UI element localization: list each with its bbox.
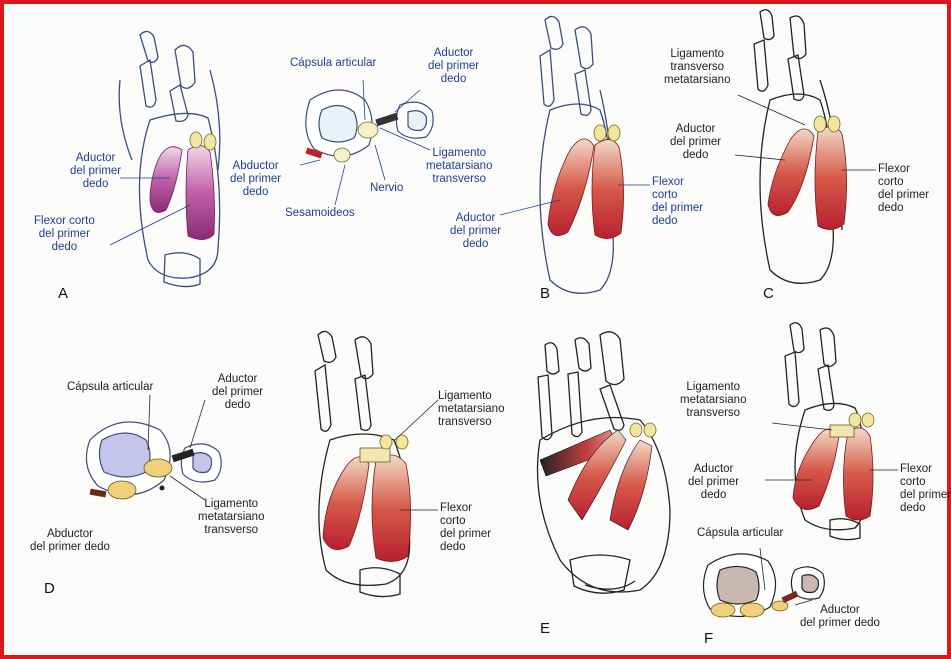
panel-d-ligamento-label: Ligamento metatarsiano transverso	[198, 498, 264, 537]
panel-a-flexor-label: Flexor corto del primer dedo	[34, 215, 95, 254]
panel-f-letter: F	[704, 630, 713, 647]
panel-d-aductor-label: Aductor del primer dedo	[212, 373, 263, 412]
panel-f-flexor-muscle	[843, 428, 873, 520]
panel-f-capsula-label: Cápsula articular	[697, 527, 783, 540]
panel-b-flexor-label: Flexor corto del primer dedo	[652, 176, 703, 228]
panel-a2-ligamento-label: Ligamento metatarsiano transverso	[426, 147, 492, 186]
panel-d-ligamento2-label: Ligamento metatarsiano transverso	[438, 390, 504, 429]
panel-f-ligamento-label: Ligamento metatarsiano transverso	[680, 381, 746, 420]
panel-a-letter: A	[58, 285, 68, 302]
panel-d-flexor-muscle	[372, 455, 411, 562]
panel-b-aductor-label: Aductor del primer dedo	[450, 212, 501, 251]
panel-b-flexor-muscle	[592, 139, 624, 238]
panel-b-aductor-muscle	[548, 139, 594, 236]
panel-f-flexor-label: Flexor corto del primer dedo	[900, 463, 951, 515]
panel-d-aductor-muscle	[323, 457, 369, 550]
panel-a2-sesamoideos-label: Sesamoideos	[285, 207, 355, 220]
panel-a2-aductor-label: Aductor del primer dedo	[428, 47, 479, 86]
panel-a2-abductor-label: Abductor del primer dedo	[230, 160, 281, 199]
panel-d-flexor-label: Flexor corto del primer dedo	[440, 502, 491, 554]
panel-c-ligamento-label: Ligamento transverso metatarsiano	[664, 48, 730, 87]
panel-d-cross-section	[86, 422, 221, 495]
panel-a2-nervio-label: Nervio	[370, 182, 403, 195]
panel-f-aductor-muscle	[793, 429, 839, 510]
panel-a-flexor-muscle	[186, 145, 215, 239]
panel-e-letter: E	[540, 620, 550, 637]
panel-b-letter: B	[540, 285, 550, 302]
panel-d-capsula-label: Cápsula articular	[67, 381, 153, 394]
panel-d-letter: D	[44, 580, 55, 597]
panel-c-aductor-label: Aductor del primer dedo	[670, 123, 721, 162]
panel-f-aductor2-label: Aductor del primer dedo	[800, 604, 880, 630]
panel-c-letter: C	[763, 285, 774, 302]
panel-a-aductor-muscle	[150, 147, 182, 213]
panel-c-flexor-label: Flexor corto del primer dedo	[878, 163, 929, 215]
panel-c-aductor-muscle	[768, 129, 814, 216]
panel-f-aductor-label: Aductor del primer dedo	[688, 463, 739, 502]
panel-a2-capsula-label: Cápsula articular	[290, 57, 376, 70]
panel-d-abductor-label: Abductor del primer dedo	[30, 528, 110, 554]
panel-a-aductor-label: Aductor del primer dedo	[70, 152, 121, 191]
panel-c-flexor-muscle	[815, 126, 847, 229]
